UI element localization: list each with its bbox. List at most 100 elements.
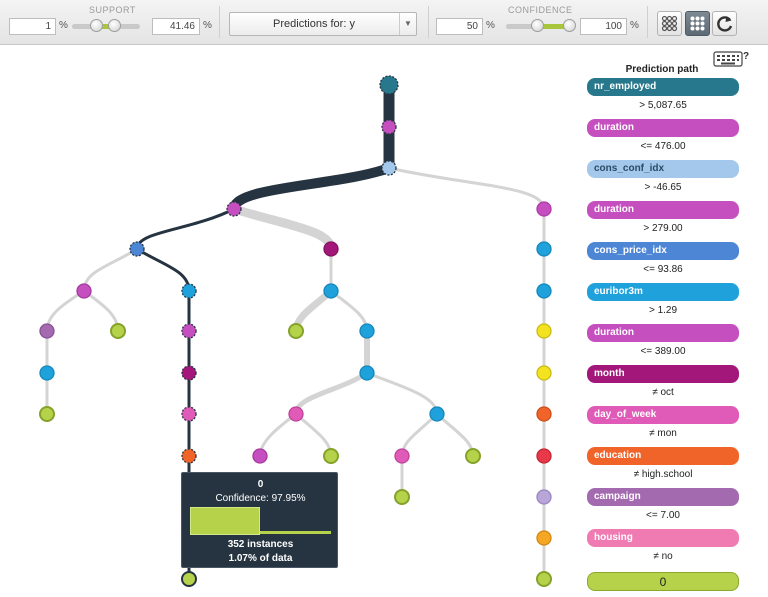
prediction-path-condition: ≠ high.school <box>633 469 693 480</box>
prediction-path-field: campaign <box>587 488 739 506</box>
prediction-path-field: month <box>587 365 739 383</box>
support-label: SUPPORT <box>89 5 136 15</box>
prediction-path-field: nr_employed <box>587 78 739 96</box>
chevron-down-icon: ▼ <box>399 13 416 35</box>
support-max-pct: % <box>203 20 212 31</box>
support-slider-range <box>95 24 115 29</box>
support-min-input[interactable] <box>9 18 56 35</box>
confidence-max-pct: % <box>630 20 639 31</box>
prediction-path-condition: > 1.29 <box>648 305 678 316</box>
tree-node[interactable] <box>181 365 197 381</box>
tree-node[interactable] <box>536 406 552 422</box>
prediction-path-field: housing <box>587 529 739 547</box>
tree-node[interactable] <box>129 241 145 257</box>
tree-leaf[interactable] <box>465 448 481 464</box>
tree-leaf[interactable] <box>394 489 410 505</box>
grid-sparse-icon <box>661 15 678 32</box>
prediction-select-value: Predictions for: y <box>273 18 355 30</box>
tooltip-distribution-line <box>260 531 331 534</box>
tree-node[interactable] <box>226 201 242 217</box>
tree-node[interactable] <box>76 283 92 299</box>
tree-node[interactable] <box>429 406 445 422</box>
tree-node[interactable] <box>536 489 552 505</box>
tree-node[interactable] <box>323 241 339 257</box>
confidence-slider[interactable] <box>506 19 576 32</box>
support-slider[interactable] <box>72 19 140 32</box>
tree-leaf[interactable] <box>110 323 126 339</box>
confidence-slider-min-knob[interactable] <box>530 19 544 32</box>
prediction-path-field: duration <box>587 324 739 342</box>
prediction-path-condition: > -46.65 <box>644 182 682 193</box>
prediction-path-condition: <= 93.86 <box>643 264 683 275</box>
prediction-path-condition: <= 476.00 <box>640 141 686 152</box>
tree-node[interactable] <box>394 448 410 464</box>
confidence-slider-max-knob[interactable] <box>562 19 576 32</box>
prediction-path-field: duration <box>587 119 739 137</box>
tree-node[interactable] <box>39 323 55 339</box>
tree-node[interactable] <box>536 365 552 381</box>
support-slider-max-knob[interactable] <box>108 19 122 32</box>
tooltip-percent: 1.07% of data <box>228 553 293 564</box>
tree-node[interactable] <box>181 448 197 464</box>
tree-node[interactable] <box>359 365 375 381</box>
node-tooltip: 0 Confidence: 97.95% 352 instances 1.07%… <box>181 472 338 568</box>
prediction-path-title: Prediction path <box>625 64 699 75</box>
tree-node[interactable] <box>252 448 268 464</box>
tree-leaf-selected[interactable] <box>181 571 197 587</box>
confidence-min-input[interactable] <box>436 18 483 35</box>
support-max-input[interactable] <box>152 18 200 35</box>
tree-node[interactable] <box>181 323 197 339</box>
tree-node[interactable] <box>536 530 552 546</box>
refresh-icon <box>717 16 733 32</box>
tree-node[interactable] <box>181 283 197 299</box>
tree-node[interactable] <box>181 406 197 422</box>
confidence-slider-range <box>536 24 569 29</box>
tree-node[interactable] <box>288 406 304 422</box>
toolbar-divider <box>428 6 429 38</box>
help-label: ? <box>743 51 749 62</box>
prediction-path-result: 0 <box>587 572 739 591</box>
tree-node[interactable] <box>381 160 397 176</box>
tree-node[interactable] <box>39 365 55 381</box>
prediction-path-field: duration <box>587 201 739 219</box>
tooltip-instances: 352 instances <box>227 539 294 550</box>
tree-node-root[interactable] <box>379 75 399 95</box>
prediction-path-field: euribor3m <box>587 283 739 301</box>
tree-leaf[interactable] <box>536 571 552 587</box>
refresh-button[interactable] <box>712 11 737 36</box>
confidence-label: CONFIDENCE <box>508 5 573 15</box>
toolbar-divider <box>219 6 220 38</box>
tree-node[interactable] <box>359 323 375 339</box>
keyboard-shortcuts-button[interactable]: ? <box>713 49 753 69</box>
tree-leaf[interactable] <box>288 323 304 339</box>
tree-node[interactable] <box>536 448 552 464</box>
grid-dense-icon <box>690 16 705 31</box>
tree-node[interactable] <box>536 283 552 299</box>
prediction-path-field: education <box>587 447 739 465</box>
tree-leaf[interactable] <box>39 406 55 422</box>
prediction-path-field: cons_price_idx <box>587 242 739 260</box>
tree-node[interactable] <box>381 119 397 135</box>
prediction-path-condition: ≠ mon <box>649 428 677 439</box>
confidence-max-input[interactable] <box>580 18 627 35</box>
dense-view-button[interactable] <box>685 11 710 36</box>
prediction-path-condition: <= 7.00 <box>646 510 680 521</box>
toolbar: SUPPORT % % Predictions for: y ▼ CONFIDE… <box>0 0 768 45</box>
prediction-path-condition: ≠ oct <box>652 387 674 398</box>
tree-node[interactable] <box>536 201 552 217</box>
support-slider-min-knob[interactable] <box>89 19 103 32</box>
tree-leaf[interactable] <box>323 448 339 464</box>
prediction-select[interactable]: Predictions for: y ▼ <box>229 12 417 36</box>
toolbar-divider <box>647 6 648 38</box>
tree-node[interactable] <box>536 323 552 339</box>
tree-node[interactable] <box>536 241 552 257</box>
prediction-path-field: cons_conf_idx <box>587 160 739 178</box>
prediction-path-condition: > 279.00 <box>643 223 683 234</box>
support-min-pct: % <box>59 20 68 31</box>
tooltip-confidence: Confidence: 97.95% <box>215 493 306 504</box>
tooltip-prediction: 0 <box>257 479 264 490</box>
prediction-path-field: day_of_week <box>587 406 739 424</box>
tree-node[interactable] <box>323 283 339 299</box>
prediction-path-condition: > 5,087.65 <box>639 100 687 111</box>
sparse-view-button[interactable] <box>657 11 682 36</box>
